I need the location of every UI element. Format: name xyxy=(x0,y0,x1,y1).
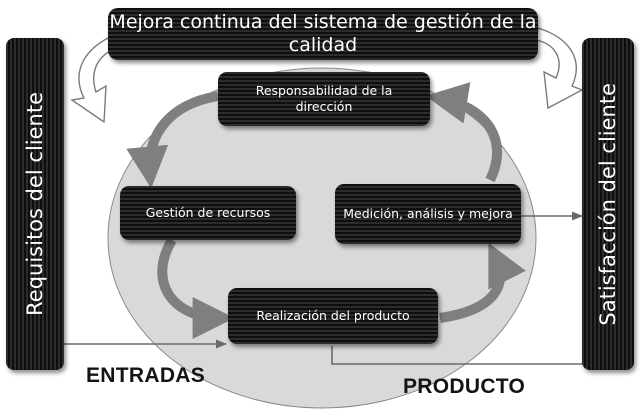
continuous-improvement-banner: Mejora continua del sistema de gestión d… xyxy=(108,8,538,60)
process-label: Realización del producto xyxy=(256,308,410,323)
cycle-arrow-gestion-to-realizacion-icon xyxy=(157,237,235,339)
customer-satisfaction-label: Satisfacción del cliente xyxy=(596,82,620,326)
cycle-arrow-responsabilidad-to-gestion-icon xyxy=(126,91,219,189)
process-box-resource-management: Gestión de recursos xyxy=(120,186,296,240)
cycle-arrow-realizacion-to-medicion-icon xyxy=(439,242,526,323)
customer-satisfaction-bar: Satisfacción del cliente xyxy=(582,38,634,370)
process-box-measurement-analysis: Medición, análisis y mejora xyxy=(335,184,521,244)
improvement-arrow-left-icon xyxy=(70,36,113,124)
cycle-arrow-medicion-to-responsabilidad-icon xyxy=(425,82,503,183)
process-label: Medición, análisis y mejora xyxy=(343,206,513,221)
product-label: PRODUCTO xyxy=(403,375,526,398)
improvement-arrow-right-icon xyxy=(535,27,584,110)
process-box-product-realization: Realización del producto xyxy=(228,288,438,344)
customer-requirements-bar: Requisitos del cliente xyxy=(6,38,64,370)
process-box-management-responsibility: Responsabilidad de la dirección xyxy=(218,72,430,126)
process-label: Responsabilidad de la dirección xyxy=(255,83,393,114)
banner-title: Mejora continua del sistema de gestión d… xyxy=(109,11,537,56)
producto-arrow-icon xyxy=(331,346,612,369)
customer-requirements-label: Requisitos del cliente xyxy=(23,92,47,316)
process-label: Gestión de recursos xyxy=(145,205,271,220)
inputs-label: ENTRADAS xyxy=(86,364,206,387)
